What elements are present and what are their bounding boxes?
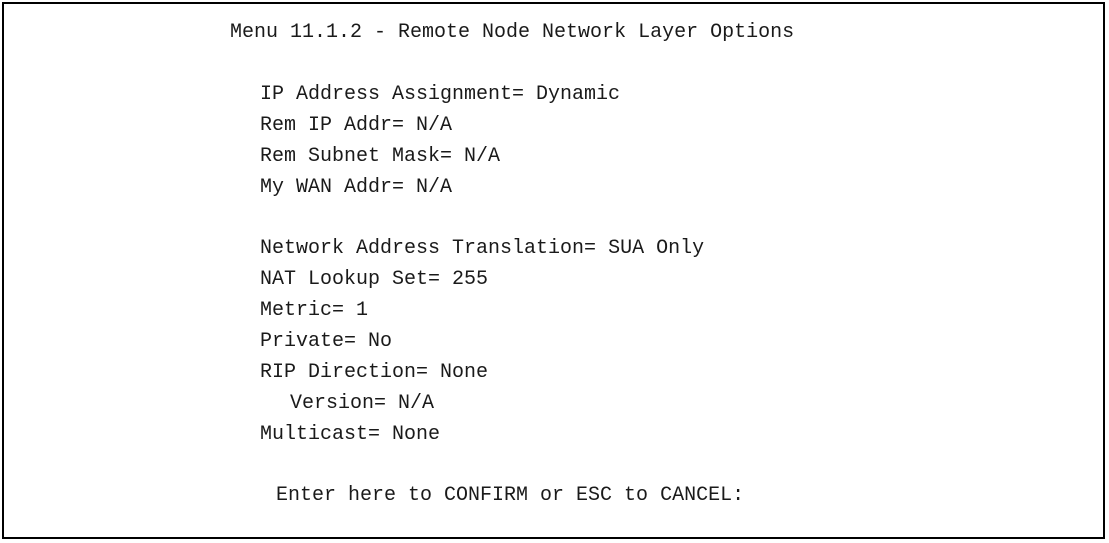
field-value[interactable]: 1 [356,299,369,322]
menu-title: Menu 11.1.2 - Remote Node Network Layer … [230,21,795,44]
field-value[interactable]: N/A [398,392,435,415]
field-network-address-translation[interactable]: Network Address Translation= SUA Only [260,237,704,261]
field-value[interactable]: 255 [452,268,489,291]
field-label: IP Address Assignment= [260,83,537,106]
field-value[interactable]: Dynamic [536,83,621,106]
field-label: Rem Subnet Mask= [260,145,465,168]
field-rem-ip-addr[interactable]: Rem IP Addr= N/A [260,114,452,138]
field-ip-address-assignment[interactable]: IP Address Assignment= Dynamic [260,83,620,107]
field-label: Rem IP Addr= [260,114,417,137]
field-value[interactable]: N/A [464,145,501,168]
confirm-prompt[interactable]: Enter here to CONFIRM or ESC to CANCEL: [276,484,745,507]
field-label: NAT Lookup Set= [260,268,453,291]
field-value[interactable]: None [440,361,489,384]
field-nat-lookup-set[interactable]: NAT Lookup Set= 255 [260,268,488,292]
field-value[interactable]: N/A [416,176,453,199]
field-value[interactable]: SUA Only [608,237,705,260]
field-label: Private= [260,330,369,353]
field-rip-direction[interactable]: RIP Direction= None [260,361,488,385]
field-my-wan-addr[interactable]: My WAN Addr= N/A [260,176,452,200]
field-value[interactable]: N/A [416,114,453,137]
field-private[interactable]: Private= No [260,330,392,354]
field-label: Network Address Translation= [260,237,609,260]
field-value[interactable]: No [368,330,393,353]
field-rip-version[interactable]: Version= N/A [290,392,434,416]
field-label: Metric= [260,299,357,322]
field-label: RIP Direction= [260,361,441,384]
field-rem-subnet-mask[interactable]: Rem Subnet Mask= N/A [260,145,500,169]
field-label: Multicast= [260,423,393,446]
field-metric[interactable]: Metric= 1 [260,299,368,323]
field-value[interactable]: None [392,423,441,446]
field-label: My WAN Addr= [260,176,417,199]
field-label: Version= [290,392,399,415]
field-multicast[interactable]: Multicast= None [260,423,440,447]
